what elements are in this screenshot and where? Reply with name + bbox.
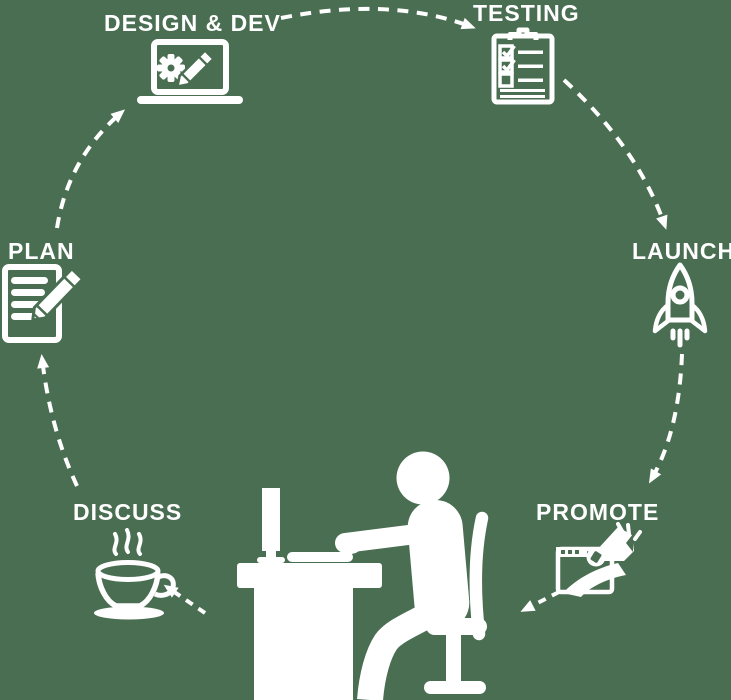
notepad-pencil-icon [2, 264, 88, 344]
arrow-plan-to-design-dev [55, 109, 126, 229]
rocket-icon [648, 262, 712, 350]
stage-label-promote: PROMOTE [536, 499, 660, 525]
arrow-discuss-to-plan [37, 354, 79, 487]
arrow-testing-to-launch [562, 78, 668, 230]
browser-megaphone-icon [554, 521, 644, 601]
clipboard-checklist-icon [489, 26, 557, 106]
arrow-desk-to-discuss [163, 584, 207, 615]
person-at-desk-illustration [230, 438, 492, 700]
stage-label-testing: TESTING [473, 0, 580, 26]
stage-label-launch: LAUNCH [632, 238, 731, 264]
arrow-launch-to-promote [648, 353, 684, 484]
arrow-promote-to-desk [520, 590, 560, 612]
stage-label-discuss: DISCUSS [73, 499, 183, 525]
arrow-design-dev-to-testing [280, 6, 476, 30]
coffee-cup-icon [86, 524, 182, 620]
laptop-gear-pencil-icon [134, 39, 246, 105]
stage-label-design-dev: DESIGN & DEV [104, 10, 281, 36]
stage-label-plan: PLAN [8, 238, 75, 264]
